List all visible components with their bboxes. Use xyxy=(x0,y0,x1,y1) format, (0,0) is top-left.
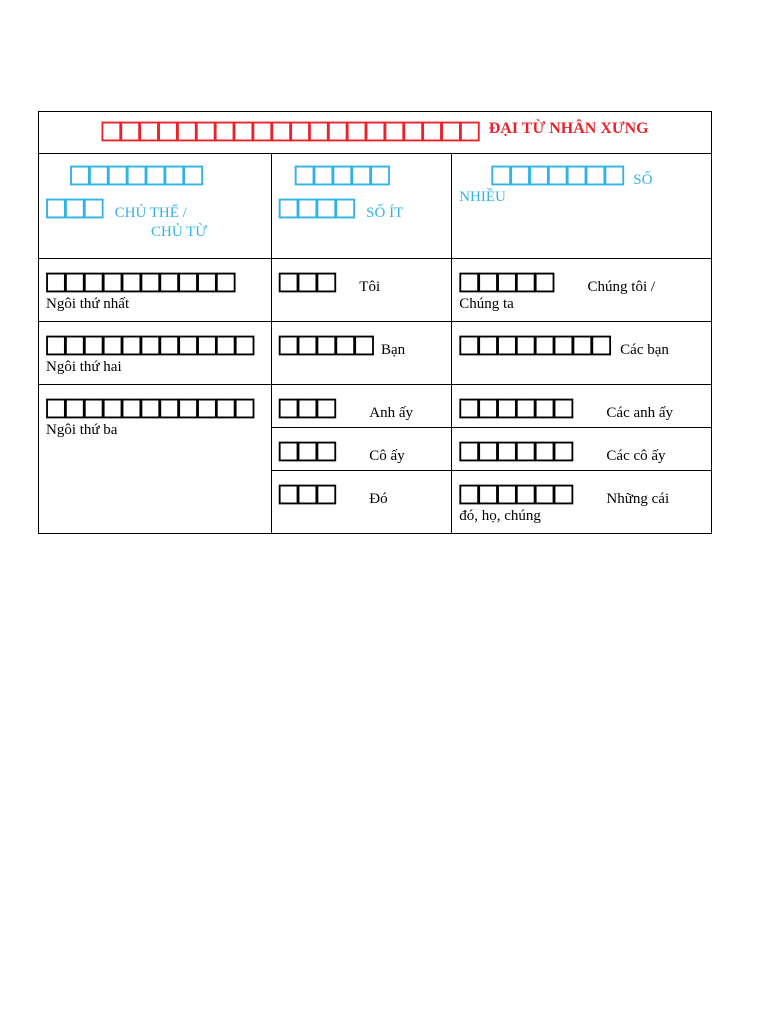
third-person-cell: □□□□□□□□□□□ Ngôi thứ ba xyxy=(38,384,272,534)
third-person-glyphs: □□□□□□□□□□□ xyxy=(46,386,255,425)
first-singular-cell: □□□ Tôi xyxy=(270,258,453,322)
header-subject-glyphs: □□□□□□□ xyxy=(70,153,203,192)
he-plural-cell: □□□□□□ Các anh ấy xyxy=(451,384,712,428)
he-singular-glyphs: □□□ xyxy=(278,386,337,425)
first-singular-glyphs: □□□ xyxy=(278,260,337,299)
second-person-label: Ngôi thứ hai xyxy=(46,359,122,375)
second-person-cell: □□□□□□□□□□□ Ngôi thứ hai xyxy=(38,321,272,385)
second-plural-glyphs: □□□□□□□□ xyxy=(459,323,611,362)
header-singular-glyphs-2: □□□□ xyxy=(278,186,355,225)
header-subject-glyphs-2: □□□ xyxy=(46,186,104,225)
header-subject-label-2: CHỦ TỪ xyxy=(151,224,207,240)
header-subject-cell: □□□□□□□ □□□ CHỦ THỂ / CHỦ TỪ xyxy=(38,153,272,259)
it-plural-label-2: đó, họ, chúng xyxy=(459,508,541,524)
first-plural-label-2: Chúng ta xyxy=(459,296,514,312)
title-text: ĐẠI TỪ NHÂN XƯNG xyxy=(488,119,649,137)
he-singular-label: Anh ấy xyxy=(369,405,414,421)
she-plural-cell: □□□□□□ Các cô ấy xyxy=(451,427,712,471)
first-person-cell: □□□□□□□□□□ Ngôi thứ nhất xyxy=(38,258,272,322)
third-person-label: Ngôi thứ ba xyxy=(46,422,118,438)
it-plural-glyphs: □□□□□□ xyxy=(459,472,573,511)
second-plural-label: Các bạn xyxy=(620,342,669,358)
title-row: □□□□□□□□□□□□□□□□□□□□ ĐẠI TỪ NHÂN XƯNG xyxy=(38,109,712,154)
header-row: □□□□□□□ □□□ CHỦ THỂ / CHỦ TỪ □□□□□ □□□□ … xyxy=(38,153,712,259)
it-plural-label: Những cái xyxy=(606,491,670,507)
second-singular-cell: □□□□□ Bạn xyxy=(270,321,453,385)
header-singular-label: SỐ ÍT xyxy=(366,205,404,221)
row-second-person: □□□□□□□□□□□ Ngôi thứ hai □□□□□ Bạn □□□□□… xyxy=(38,321,712,385)
he-plural-label: Các anh ấy xyxy=(606,405,674,421)
he-plural-glyphs: □□□□□□ xyxy=(459,386,573,425)
she-plural-label: Các cô ấy xyxy=(606,448,666,464)
she-singular-glyphs: □□□ xyxy=(278,429,337,468)
it-singular-label: Đó xyxy=(369,491,388,507)
she-singular-label: Cô ấy xyxy=(369,448,405,464)
first-plural-glyphs: □□□□□ xyxy=(459,260,554,299)
it-plural-cell: □□□□□□ Những cái đó, họ, chúng xyxy=(451,470,712,534)
header-plural-label: SỐ xyxy=(633,172,653,188)
title-glyphs: □□□□□□□□□□□□□□□□□□□□ xyxy=(101,109,479,148)
first-plural-label: Chúng tôi / xyxy=(587,279,656,295)
second-plural-cell: □□□□□□□□ Các bạn xyxy=(451,321,712,385)
second-singular-glyphs: □□□□□ xyxy=(278,323,374,362)
she-plural-glyphs: □□□□□□ xyxy=(459,429,573,468)
second-singular-label: Bạn xyxy=(381,342,406,358)
header-plural-cell: □□□□□□□ SỐ NHIỀU xyxy=(451,153,712,259)
header-singular-cell: □□□□□ □□□□ SỐ ÍT xyxy=(270,153,453,259)
it-singular-glyphs: □□□ xyxy=(278,472,337,511)
she-singular-cell: □□□ Cô ấy xyxy=(270,427,453,471)
row-first-person: □□□□□□□□□□ Ngôi thứ nhất □□□ Tôi □□□□□ C… xyxy=(38,258,712,322)
he-singular-cell: □□□ Anh ấy xyxy=(270,384,453,428)
first-person-glyphs: □□□□□□□□□□ xyxy=(46,260,236,299)
first-singular-label: Tôi xyxy=(359,279,381,295)
row-third-person-he: □□□□□□□□□□□ Ngôi thứ ba □□□ Anh ấy □□□□□… xyxy=(38,384,712,534)
header-singular-glyphs: □□□□□ xyxy=(294,153,390,192)
it-singular-cell: □□□ Đó xyxy=(270,470,453,534)
row-third-person-it: □□□ Đó □□□□□□ Những cái đó, họ, chúng xyxy=(39,470,712,534)
header-plural-glyphs: □□□□□□□ xyxy=(491,153,624,192)
first-person-label: Ngôi thứ nhất xyxy=(46,296,130,312)
second-person-glyphs: □□□□□□□□□□□ xyxy=(46,323,255,362)
pronoun-table: □□□□□□□□□□□□□□□□□□□□ ĐẠI TỪ NHÂN XƯNG □□… xyxy=(38,111,712,534)
title-cell: □□□□□□□□□□□□□□□□□□□□ ĐẠI TỪ NHÂN XƯNG xyxy=(38,109,712,154)
header-subject-label: CHỦ THỂ / xyxy=(114,205,187,221)
first-plural-cell: □□□□□ Chúng tôi / Chúng ta xyxy=(451,258,712,322)
header-plural-label-2: NHIỀU xyxy=(459,189,506,205)
